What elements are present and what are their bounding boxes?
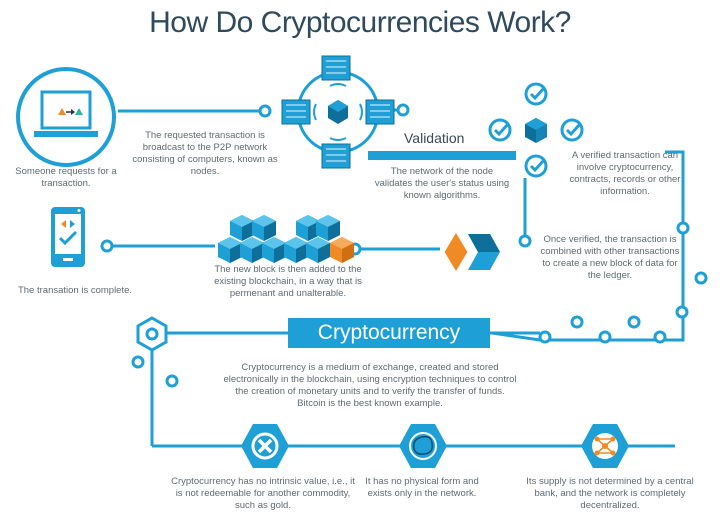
- smartphone-icon: [50, 206, 86, 268]
- cryptocurrency-definition: Cryptocurrency is a medium of exchange, …: [223, 362, 517, 409]
- step-validation-text: The network of the node validates the us…: [374, 166, 510, 201]
- validation-heading: Validation: [404, 130, 465, 146]
- network-nodes-icon: [278, 52, 398, 172]
- validation-band: [368, 151, 516, 160]
- decentralized-network-icon: [580, 423, 630, 469]
- step-verified-text: A verified transaction can involve crypt…: [569, 150, 681, 197]
- step-broadcast-text: The requested transaction is broadcast t…: [132, 130, 278, 177]
- node-dot: [258, 104, 272, 118]
- step-request-text: Someone requests for a transaction.: [15, 166, 117, 189]
- step-complete-text: The transation is complete.: [17, 285, 133, 296]
- cloud-shape-icon: [398, 423, 448, 469]
- checkmarks-cube-icon: [484, 80, 584, 180]
- x-icon: [240, 423, 290, 469]
- step-added-text: The new block is then added to the exist…: [214, 264, 362, 299]
- fact-1-text: Cryptocurrency has no intrinsic value, i…: [171, 476, 355, 511]
- fact-2-text: It has no physical form and exists only …: [365, 476, 479, 499]
- step-new-block-text: Once verified, the transaction is combin…: [540, 234, 680, 281]
- fact-3-text: Its supply is not determined by a centra…: [526, 476, 694, 511]
- laptop-icon: [14, 65, 118, 169]
- block-icon: [442, 230, 502, 274]
- cryptocurrency-heading: Cryptocurrency: [288, 318, 490, 348]
- blockchain-icon: [218, 213, 360, 265]
- page-title: How Do Cryptocurrencies Work?: [149, 6, 571, 39]
